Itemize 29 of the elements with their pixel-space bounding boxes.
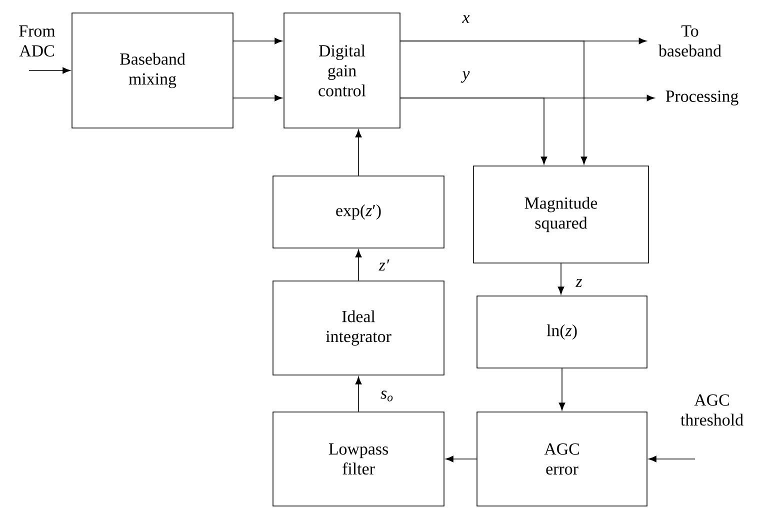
arrow: [355, 250, 362, 281]
arrow: [400, 98, 548, 164]
process-box: Digital gain control: [284, 12, 400, 128]
process-box: Magnitude squared: [473, 166, 649, 264]
process-box: ln(z): [476, 296, 648, 368]
edge-label: y: [460, 71, 470, 83]
arrow: [558, 263, 564, 294]
arrow: [355, 130, 362, 176]
process-box: Lowpass filter: [272, 412, 444, 506]
edge-label: s$_{o}$: [380, 390, 393, 402]
arrow: [233, 94, 282, 102]
edge-label: z′: [378, 259, 390, 271]
arrow: [233, 38, 282, 44]
arrow: [558, 368, 566, 410]
signal-label: Processing: [666, 90, 738, 106]
process-box: exp(z′): [272, 176, 444, 248]
signal-label: To baseband: [658, 25, 722, 57]
process-box: Baseband mixing: [72, 12, 234, 128]
arrow: [648, 456, 696, 462]
edge-label: z: [576, 279, 582, 287]
arrow: [400, 40, 588, 164]
arrow: [355, 376, 362, 412]
arrow: [28, 67, 70, 74]
arrow: [446, 456, 477, 462]
signal-label: AGC threshold: [680, 394, 744, 426]
signal-label: From ADC: [19, 25, 56, 57]
process-box: AGC error: [476, 412, 648, 506]
edge-label: x: [462, 15, 470, 23]
process-box: Ideal integrator: [272, 280, 444, 376]
